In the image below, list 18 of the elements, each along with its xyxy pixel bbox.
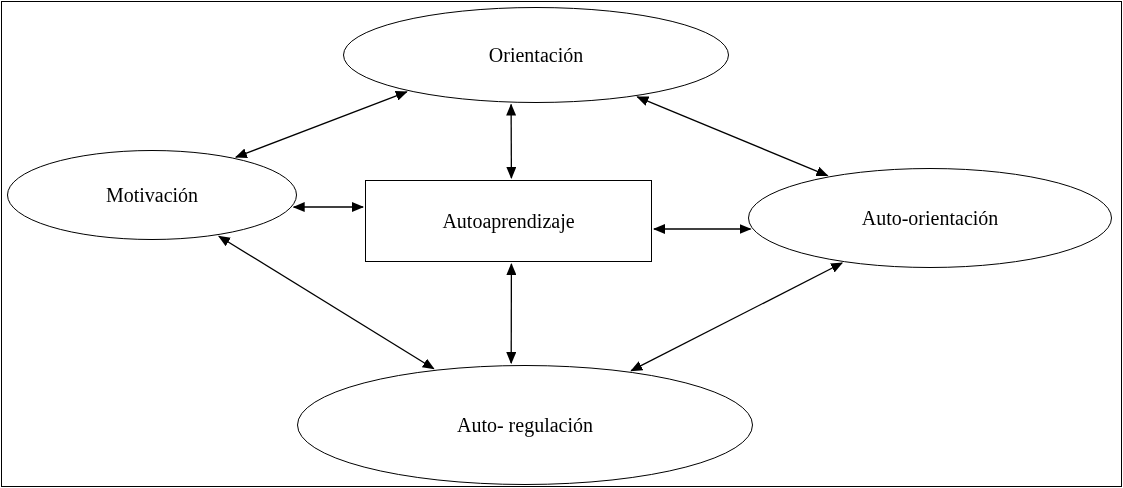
double-arrow [234,91,408,158]
node-label: Auto-orientación [861,206,999,230]
double-arrow [653,224,752,234]
double-arrow [506,103,517,179]
process-box [365,180,652,262]
double-arrow [218,235,435,370]
node-label: Auto- regulación [456,413,594,437]
double-arrow [292,202,364,212]
node-label: Motivación [105,183,199,207]
node-label: Orientación [488,43,584,67]
ellipse-node [297,365,753,485]
ellipse-node [7,150,297,240]
double-arrow [506,263,517,365]
ellipse-node [748,168,1112,268]
node-label: Autoaprendizaje [442,209,575,233]
ellipse-node [343,7,729,103]
double-arrow [630,262,843,372]
double-arrow [636,96,829,177]
